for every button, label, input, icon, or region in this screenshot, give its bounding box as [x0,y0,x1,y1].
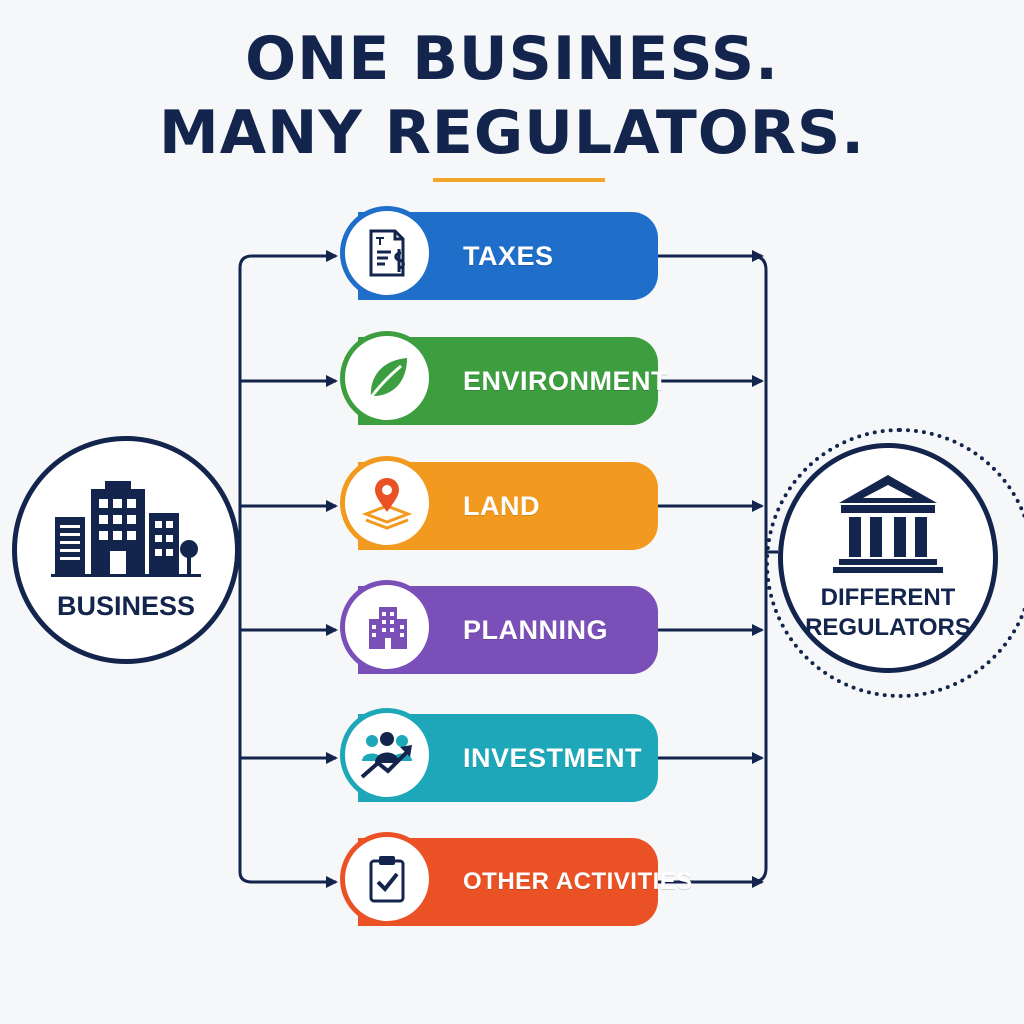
building-icon [369,607,407,649]
category-other-activities-label: OTHER ACTIVITIES [463,868,693,895]
map-pin-icon [361,478,413,530]
category-other-activities-badge [340,832,434,926]
team-growth-icon [360,732,412,779]
category-investment-label: INVESTMENT [463,743,643,773]
category-taxes-badge [340,206,434,300]
regulators-label-line-1: DIFFERENT [820,584,956,611]
category-taxes-label: TAXES [463,241,554,271]
category-investment-badge [340,708,434,802]
left-trunk-line [238,254,253,884]
right-trunk-line [751,254,768,884]
page-title: ONE BUSINESS. MANY REGULATORS. [0,22,1024,170]
regulators-dotted-ring [765,428,1024,698]
title-underline [433,178,605,182]
category-planning-badge [340,580,434,674]
regulators-node: DIFFERENT REGULATORS [778,443,998,673]
tax-document-icon [369,229,405,277]
category-environment-label: ENVIRONMENT [463,366,669,396]
regulators-label-line-2: REGULATORS [805,614,971,641]
government-building-icon [833,475,943,573]
title-line-1: ONE BUSINESS. [245,24,779,94]
clipboard-check-icon [369,856,405,903]
category-environment-badge [340,331,434,425]
category-planning-label: PLANNING [463,615,608,645]
business-label: BUSINESS [56,590,196,621]
title-line-2: MANY REGULATORS. [159,98,865,168]
leaf-icon [367,358,407,401]
category-land-label: LAND [463,491,540,521]
office-buildings-icon [51,480,201,577]
regulators-label: DIFFERENT REGULATORS [805,583,971,643]
category-land-badge [340,456,434,550]
business-node: BUSINESS [12,436,240,664]
